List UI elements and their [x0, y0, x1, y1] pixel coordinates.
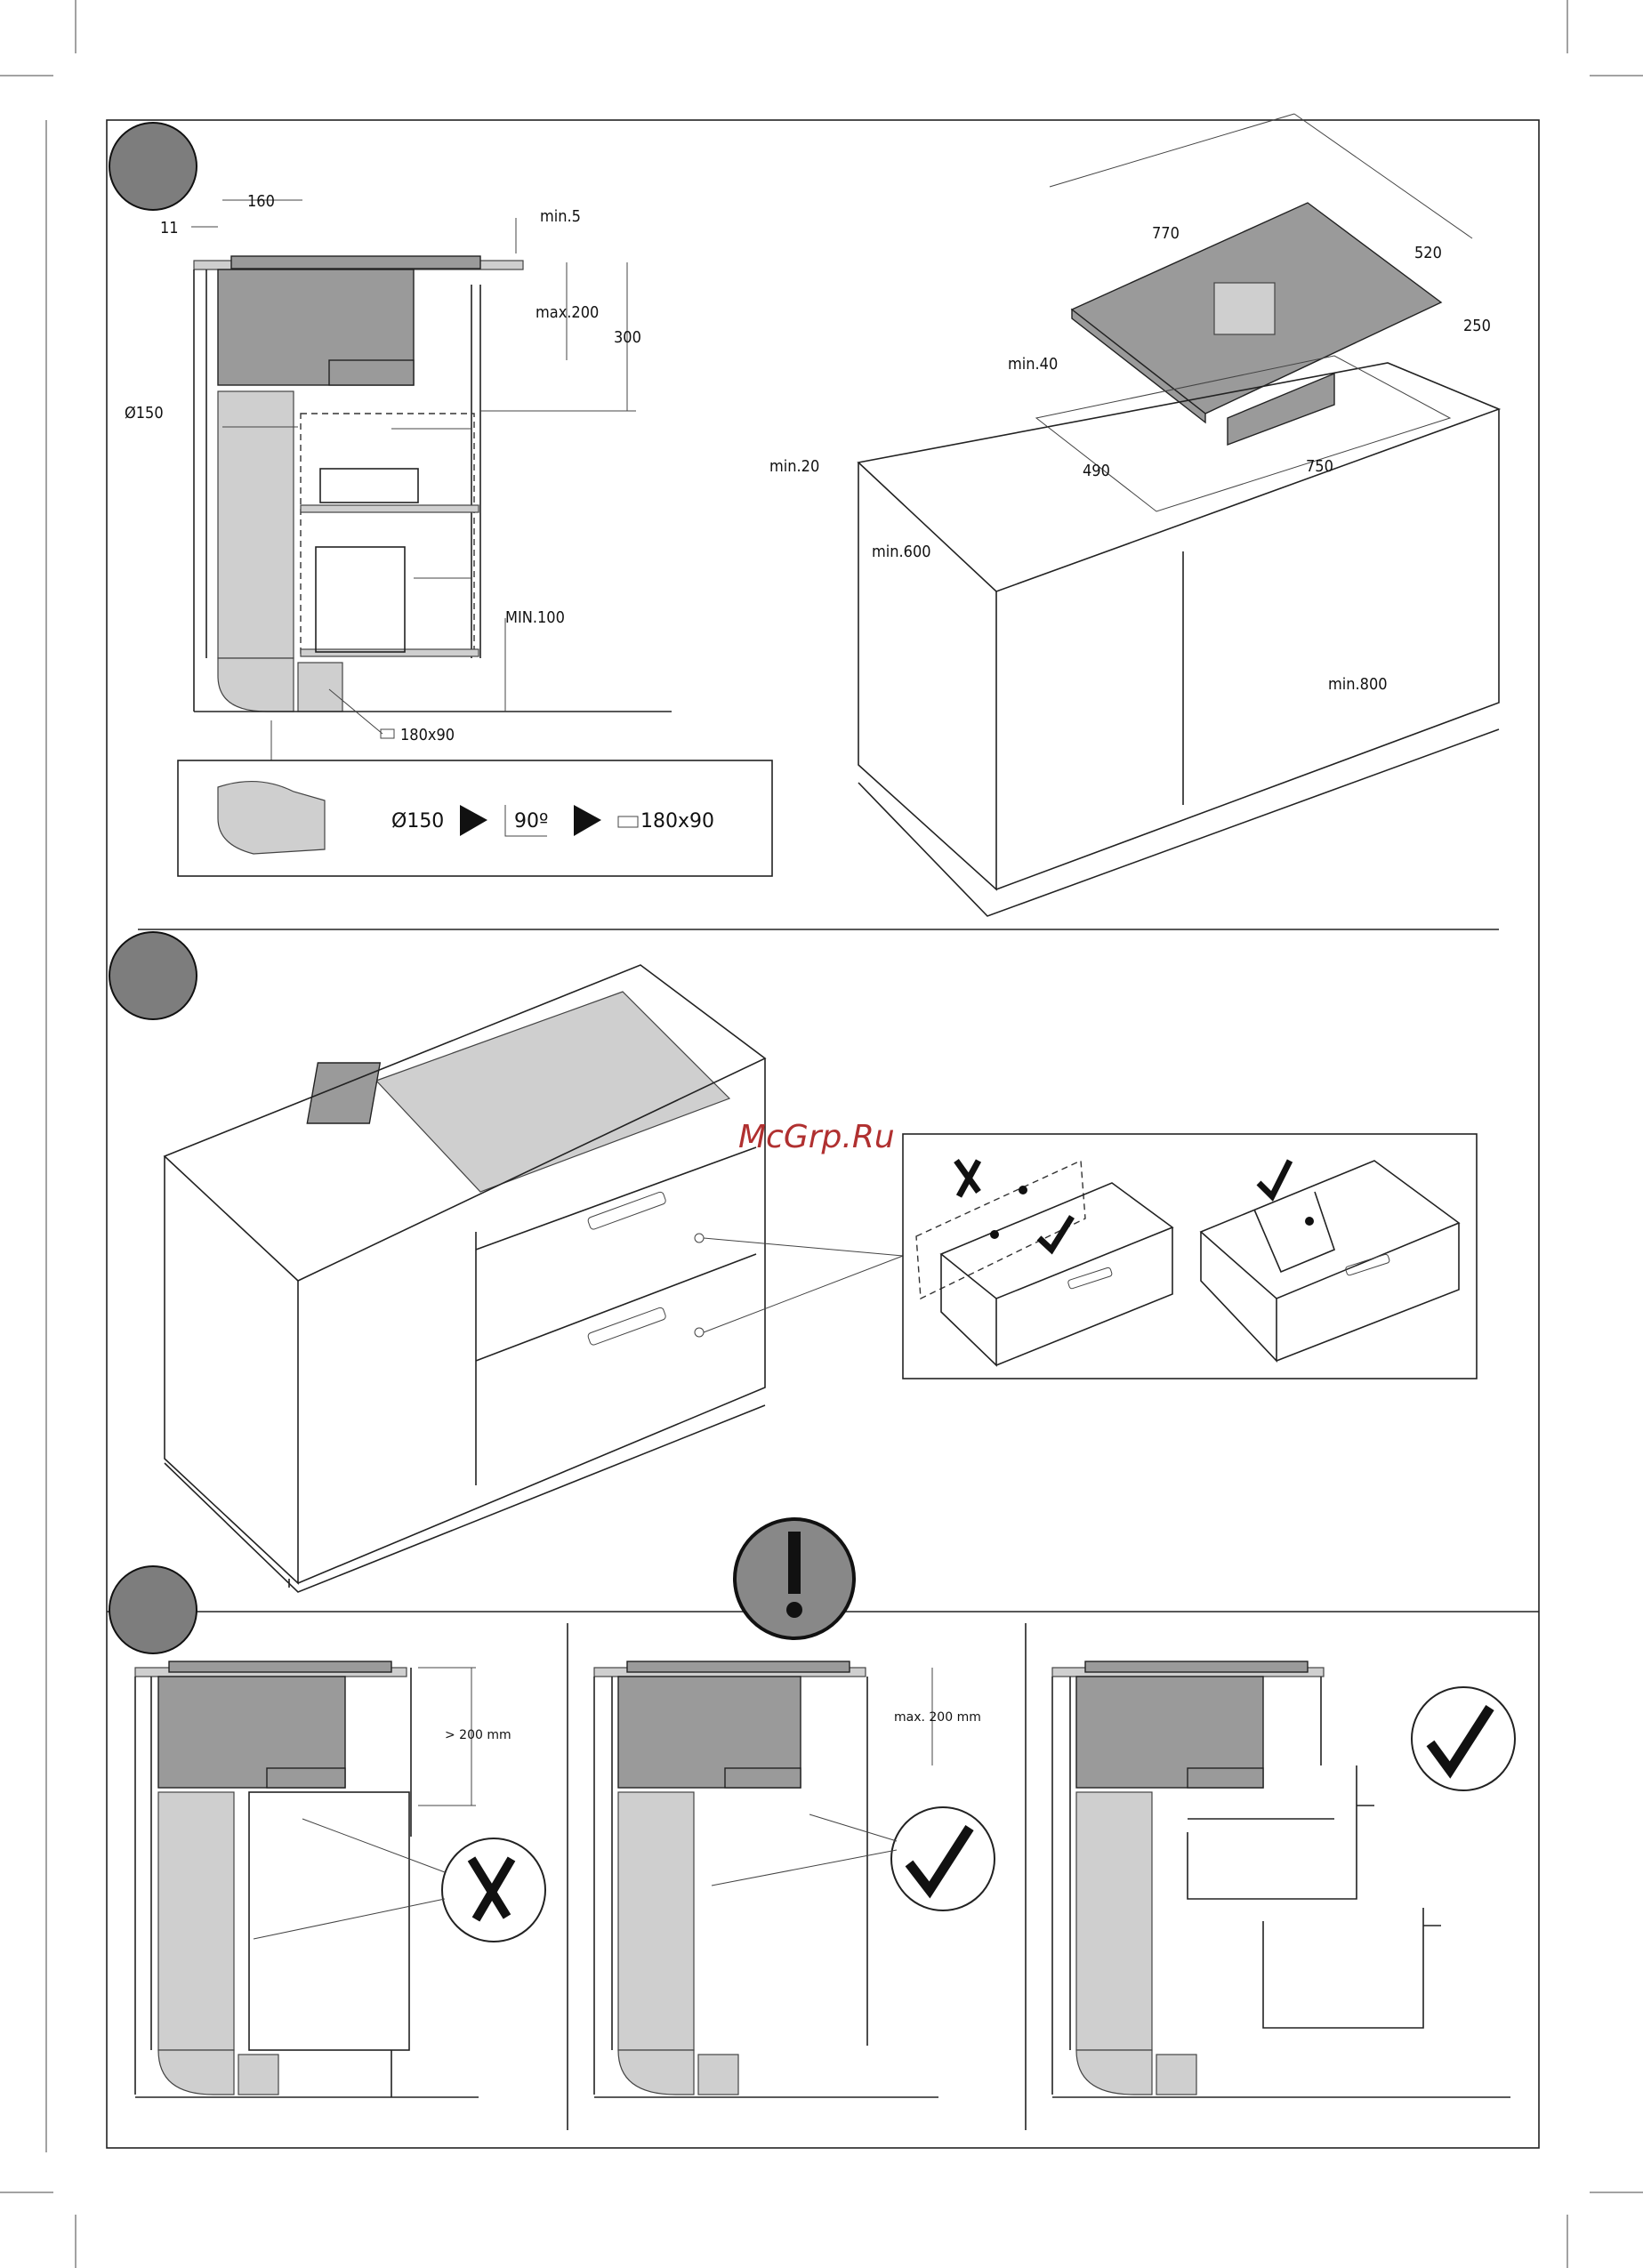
cross-icon	[956, 1161, 979, 1196]
dim-300: 300	[614, 328, 641, 347]
watermark: McGrp.Ru	[738, 1119, 895, 1155]
dim-dia150: Ø150	[125, 404, 164, 422]
dim-min600: min.600	[872, 543, 931, 561]
duct-legend: Ø150 90º 180x90	[178, 760, 772, 876]
dim-min800: min.800	[1328, 675, 1388, 694]
dim-490: 490	[1083, 462, 1110, 480]
step-1-circle	[109, 123, 197, 210]
dim-160: 160	[247, 192, 275, 211]
legend-round: Ø150	[391, 810, 444, 832]
dim-max200: max.200	[536, 303, 599, 322]
dim-min5: min.5	[540, 207, 581, 226]
dim-min40: min.40	[1008, 355, 1058, 374]
section-drawers	[1052, 1661, 1515, 2097]
drawer-detail-box	[903, 1134, 1477, 1379]
warning-icon	[735, 1519, 854, 1638]
legend-flat: 180x90	[640, 810, 714, 832]
arrow-right-icon-2	[574, 805, 601, 836]
dim-770: 770	[1152, 224, 1180, 243]
arrow-right-icon	[460, 805, 487, 836]
step-3-circle	[109, 1566, 197, 1653]
section-wrong: > 200 mm	[135, 1661, 545, 2097]
legend-angle: 90º	[514, 810, 548, 832]
section-max200: max. 200 mm	[594, 1661, 995, 2097]
dim-250: 250	[1463, 317, 1491, 335]
dim-11: 11	[160, 219, 179, 237]
section-view-1: 160 11 min.5 max.200 300 Ø150 MIN.100 18…	[125, 192, 672, 760]
dim-min100: MIN.100	[505, 608, 565, 627]
dim-520: 520	[1414, 244, 1442, 262]
step-2-circle	[109, 932, 197, 1019]
gt200-label: > 200 mm	[445, 1728, 511, 1742]
isometric-cutout: 770 520 250 min.40 min.20 490 750 min.60…	[769, 114, 1499, 916]
dim-750: 750	[1306, 457, 1333, 476]
kitchen-unit-drawers	[165, 965, 903, 1592]
check-icon-b	[1259, 1161, 1290, 1196]
dim-duct: 180x90	[400, 726, 455, 744]
max200-label: max. 200 mm	[894, 1710, 981, 1725]
dim-min20: min.20	[769, 457, 819, 476]
